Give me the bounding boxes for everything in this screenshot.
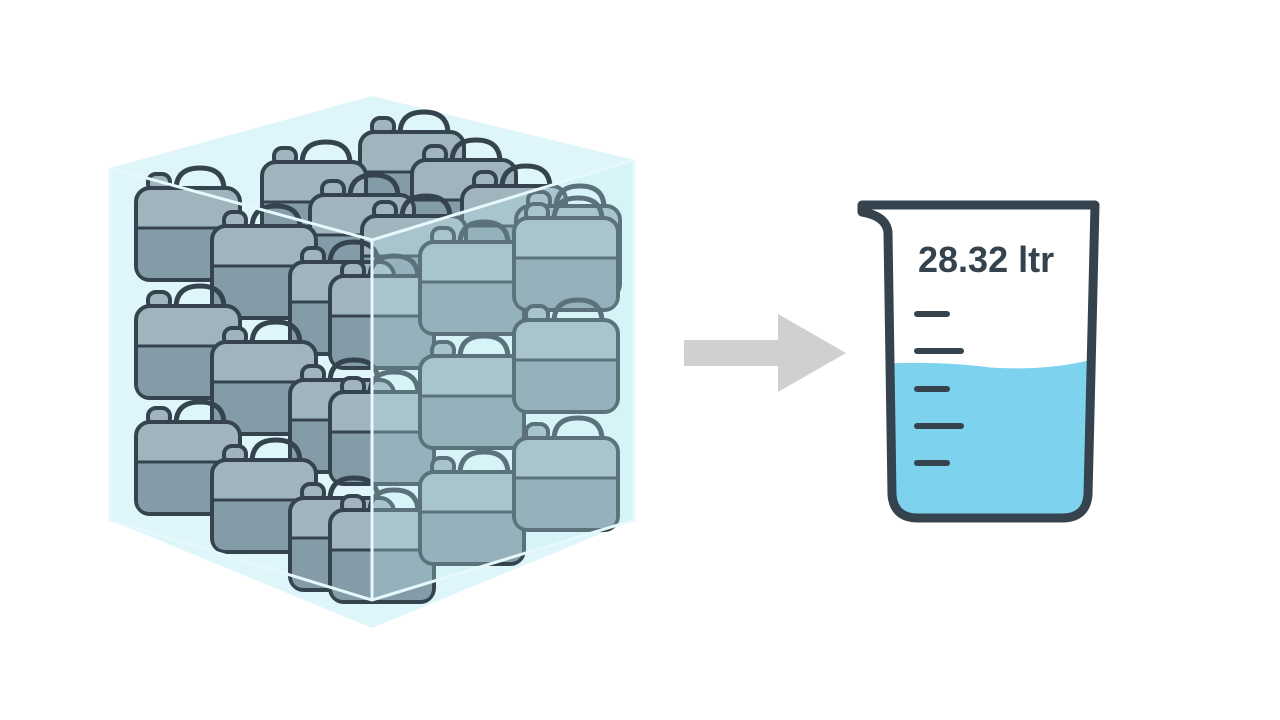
water-jerrycan-icon bbox=[512, 195, 620, 312]
water-jerrycan-icon bbox=[328, 369, 436, 486]
cube-of-containers bbox=[108, 96, 636, 628]
beaker-outline bbox=[857, 200, 1100, 523]
arrow-right-icon bbox=[684, 314, 846, 392]
beaker-volume-label: 28.32 ltr bbox=[918, 239, 1054, 280]
water-jerrycan-icon bbox=[512, 297, 620, 414]
beaker-water bbox=[862, 357, 1095, 518]
water-jerrycan-icon bbox=[418, 449, 526, 566]
beaker-measurement-ticks bbox=[914, 311, 964, 466]
water-jerrycan-icon bbox=[512, 415, 620, 532]
water-jerrycan-icon bbox=[418, 333, 526, 450]
cube-edges bbox=[108, 158, 636, 602]
cube-front-glass bbox=[372, 160, 634, 600]
container-stack bbox=[134, 109, 622, 604]
measuring-beaker-icon: 28.32 ltr bbox=[857, 200, 1100, 523]
water-jerrycan-icon bbox=[418, 219, 526, 336]
